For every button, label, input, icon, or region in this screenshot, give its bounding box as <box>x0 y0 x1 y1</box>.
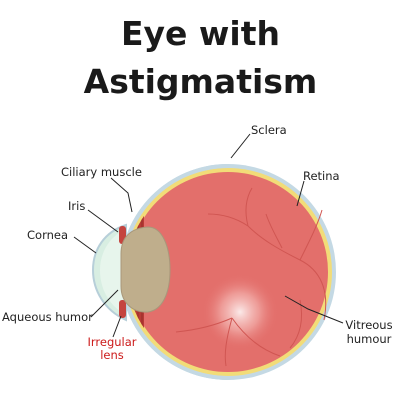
label-irregular: Irregular <box>87 335 136 349</box>
label-humour: humour <box>347 332 392 346</box>
label-lens: lens <box>100 348 124 362</box>
label-iris: Iris <box>68 199 85 213</box>
title-line-1: Eye with <box>121 14 280 53</box>
irregular-lens-shape <box>120 226 171 313</box>
label-sclera: Sclera <box>251 123 287 137</box>
title-line-2: Astigmatism <box>83 62 318 101</box>
aqueous-shape <box>100 230 124 314</box>
label-aqueous-humor: Aqueous humor <box>2 310 93 324</box>
iris-lower <box>119 300 126 318</box>
leader-lines <box>73 133 344 338</box>
vitreous-glow <box>202 274 278 350</box>
label-ciliary-muscle: Ciliary muscle <box>61 165 142 179</box>
label-cornea: Cornea <box>27 228 68 242</box>
vitreous-body <box>128 172 328 372</box>
label-retina: Retina <box>303 169 340 183</box>
label-vitreous: Vitreous <box>345 318 392 332</box>
